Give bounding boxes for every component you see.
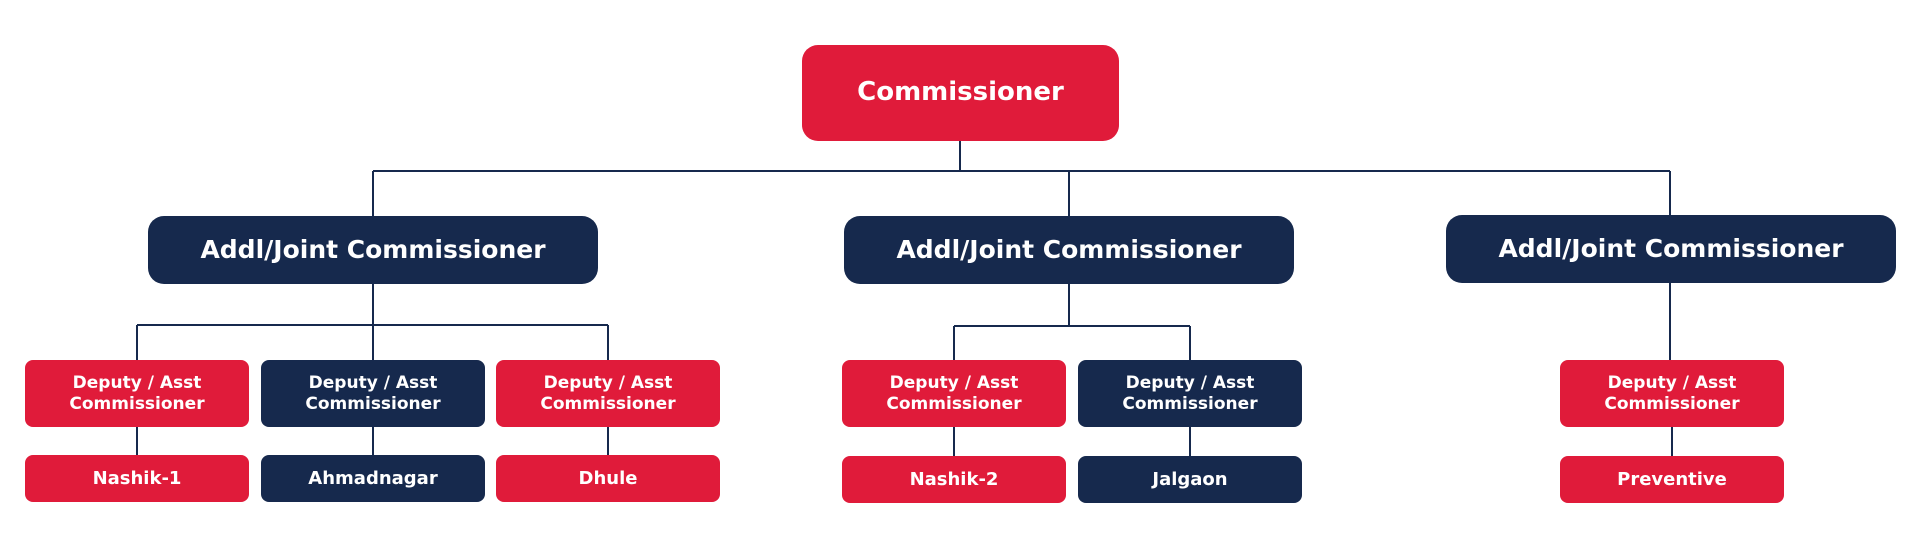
node-office-nashik-2: Nashik-2 [842,456,1066,503]
node-deputy-asst-commissioner: Deputy / Asst Commissioner [1078,360,1302,427]
node-deputy-asst-commissioner: Deputy / Asst Commissioner [496,360,720,427]
node-deputy-asst-commissioner: Deputy / Asst Commissioner [1560,360,1784,427]
node-deputy-asst-commissioner: Deputy / Asst Commissioner [25,360,249,427]
node-office-dhule: Dhule [496,455,720,502]
node-office-nashik-1: Nashik-1 [25,455,249,502]
node-commissioner: Commissioner [802,45,1119,141]
node-addl-joint-commissioner: Addl/Joint Commissioner [844,216,1294,284]
node-deputy-asst-commissioner: Deputy / Asst Commissioner [261,360,485,427]
node-office-preventive: Preventive [1560,456,1784,503]
node-office-ahmadnagar: Ahmadnagar [261,455,485,502]
node-deputy-asst-commissioner: Deputy / Asst Commissioner [842,360,1066,427]
node-office-jalgaon: Jalgaon [1078,456,1302,503]
node-addl-joint-commissioner: Addl/Joint Commissioner [148,216,598,284]
node-addl-joint-commissioner: Addl/Joint Commissioner [1446,215,1896,283]
